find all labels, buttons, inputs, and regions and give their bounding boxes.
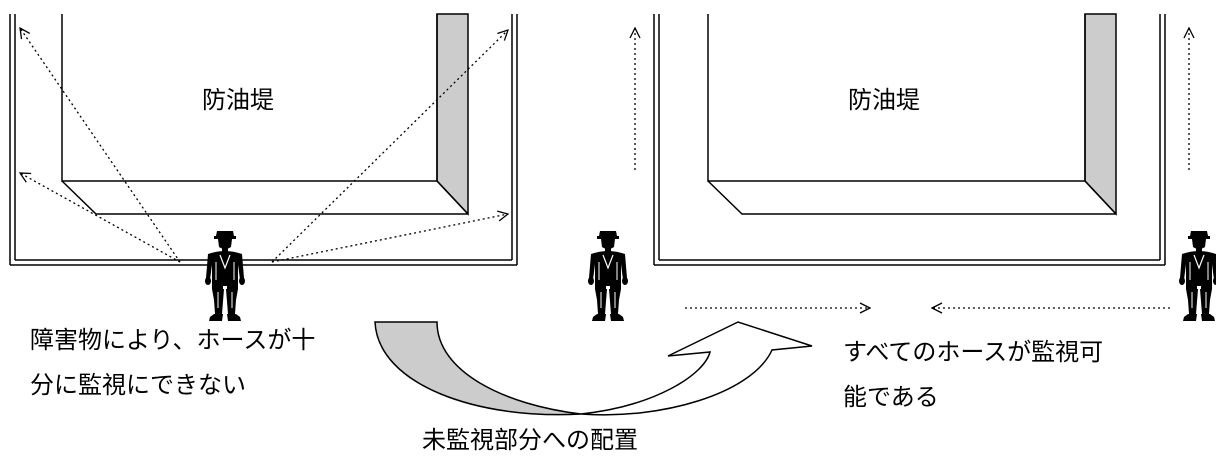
guard-figure-icon: [587, 230, 629, 322]
monitor-arrows: [635, 28, 1189, 308]
guard-figure-icon: [204, 230, 246, 322]
oil-dike-tank: [61, 13, 469, 216]
sight-lines: [20, 28, 508, 263]
left-panel: 防油堤 障害物により、ホースが十 分に監視にできない: [9, 13, 518, 399]
transition-caption: 未監視部分への配置: [422, 426, 638, 454]
right-caption: すべてのホースが監視可 能である: [843, 338, 1111, 411]
oil-dike-tank: [707, 13, 1117, 216]
right-panel: 防油堤 すべてのホースが監視可 能である: [587, 13, 1216, 411]
oil-dike-label: 防油堤: [202, 86, 274, 114]
left-caption: 障害物により、ホースが十 分に監視にできない: [30, 326, 323, 399]
guard-figure-icon: [1178, 230, 1216, 322]
curved-arrow-icon: [374, 321, 813, 416]
oil-dike-label: 防油堤: [848, 86, 920, 114]
